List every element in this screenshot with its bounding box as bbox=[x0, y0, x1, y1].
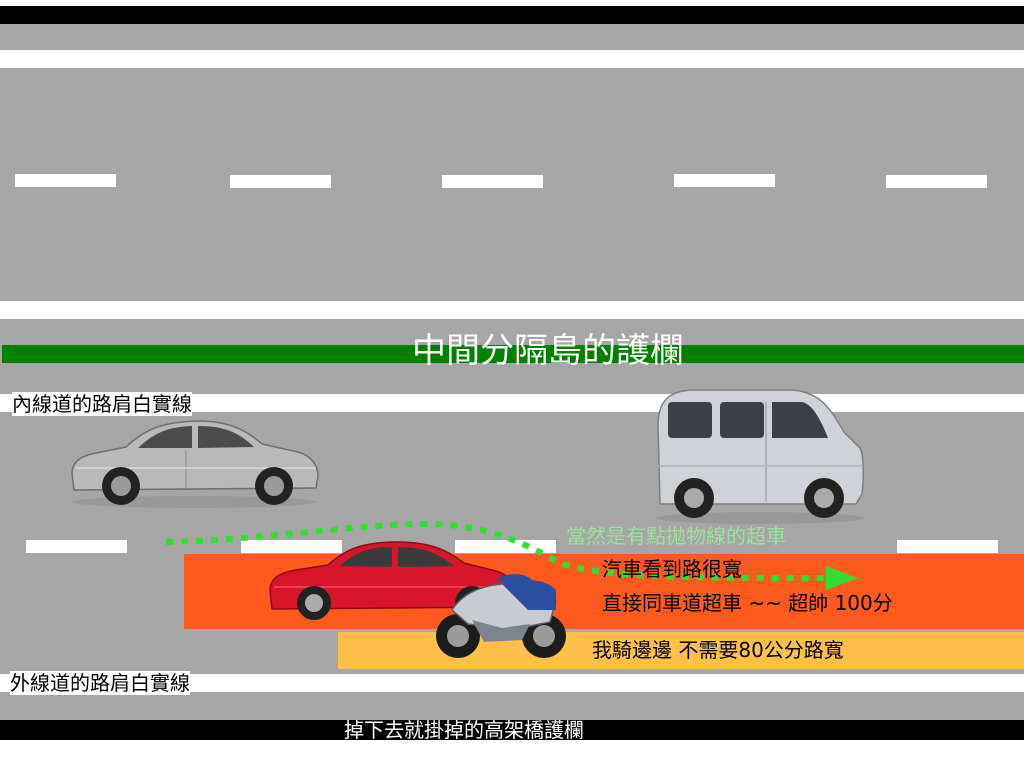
opposite-edge-line bbox=[0, 50, 1024, 68]
arrow-head-icon bbox=[826, 566, 858, 590]
overtake-same-lane-label: 直接同車道超車 ~~ 超帥 100分 bbox=[602, 591, 893, 615]
bridge-guardrail-label: 掉下去就掛掉的高架橋護欄 bbox=[344, 718, 584, 742]
lane-dash bbox=[886, 175, 987, 188]
opposite-shoulder-line bbox=[0, 301, 1024, 319]
lane-dash bbox=[455, 540, 556, 553]
top-edge-bar bbox=[0, 6, 1024, 24]
lane-dash bbox=[674, 174, 775, 187]
van-icon bbox=[656, 389, 865, 524]
opposite-roadway bbox=[0, 24, 1024, 324]
outer-shoulder-line bbox=[0, 674, 1024, 692]
ride-edge-label: 我騎邊邊 不需要80公分路寬 bbox=[592, 638, 844, 662]
outer-shoulder bbox=[0, 692, 1024, 720]
inner-shoulder-label: 內線道的路肩白實線 bbox=[12, 392, 192, 416]
bridge-guardrail bbox=[0, 720, 1024, 740]
outer-shoulder-label: 外線道的路肩白實線 bbox=[10, 671, 190, 695]
median-guardrail-label: 中間分隔島的護欄 bbox=[412, 331, 684, 371]
lane-dash bbox=[442, 175, 543, 188]
median-guardrail bbox=[2, 345, 1024, 363]
lane-dash bbox=[230, 175, 331, 188]
car-sees-wide-label: 汽車看到路很寬 bbox=[602, 557, 742, 581]
sedan-icon bbox=[71, 420, 319, 508]
lane-dash bbox=[897, 540, 998, 553]
lane-dash bbox=[26, 540, 127, 553]
motorcycle-icon bbox=[436, 574, 566, 658]
overtake-note-label: 當然是有點拋物線的超車 bbox=[566, 524, 786, 548]
lane-dash bbox=[15, 174, 116, 187]
lane-dash bbox=[241, 540, 342, 553]
